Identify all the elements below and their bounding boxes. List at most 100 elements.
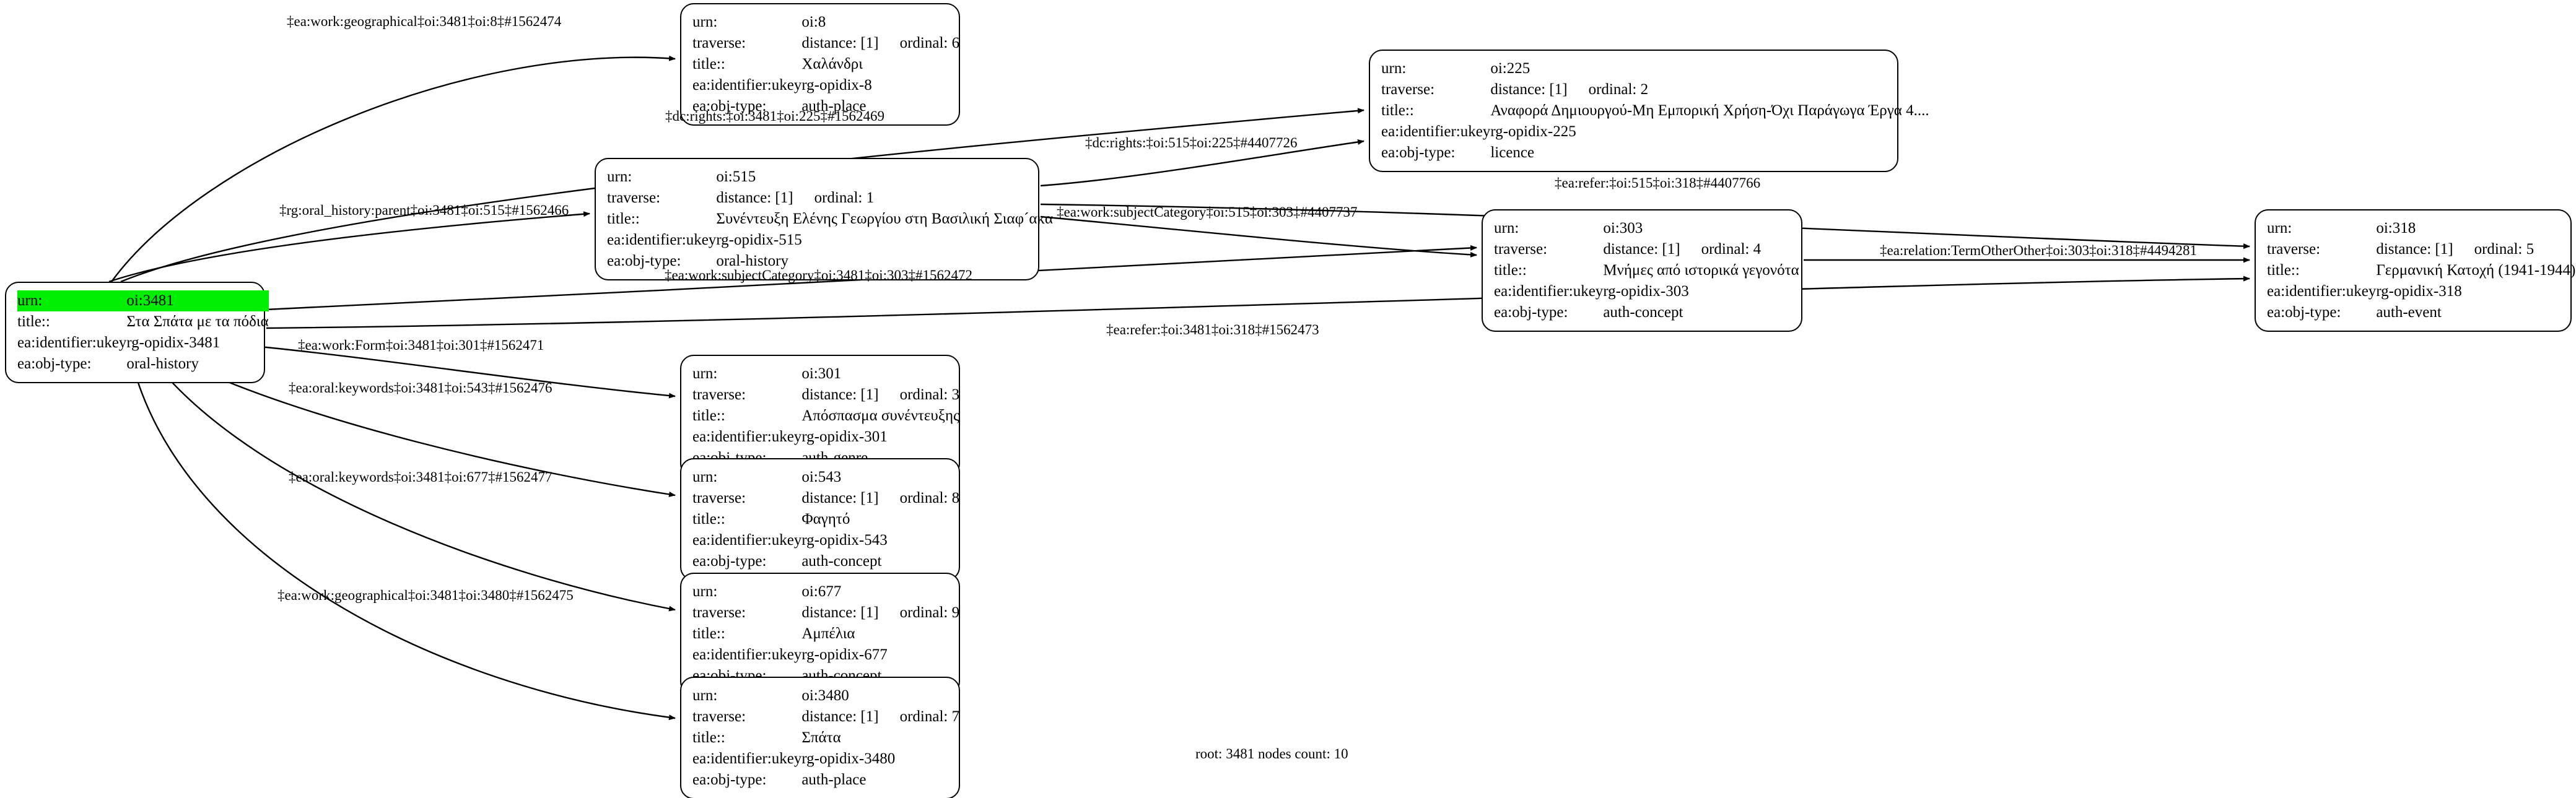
node-field-urn-value: oi:303: [1603, 220, 1643, 236]
node-traverse-distance: distance: [1]: [801, 386, 879, 403]
node-field-traverse-value: distance: [1]ordinal: 7: [801, 706, 959, 727]
node-field-traverse-value: distance: [1]ordinal: 5: [2376, 239, 2575, 260]
node-field-title: title::Απόσπασμα συνέντευξης: [692, 406, 959, 427]
node-field-traverse-key: traverse:: [692, 35, 746, 51]
node-field-traverse-value: distance: [1]ordinal: 6: [801, 33, 959, 54]
node-field-ukey-key: ea:identifier:ukey: [1381, 123, 1491, 140]
node-traverse-ordinal: ordinal: 8: [899, 490, 960, 506]
edge-label: ‡ea:relation:TermOtherOther‡oi:303‡oi:31…: [1880, 243, 2197, 258]
node-field-title: title::Συνέντευξη Ελένης Γεωργίου στη Βα…: [607, 209, 1053, 230]
node-field-title-value: Χαλάνδρι: [801, 56, 863, 72]
node-field-urn: urn:oi:225: [1381, 58, 1929, 79]
node-field-traverse-key: traverse:: [607, 189, 661, 206]
node-field-urn: urn:oi:3481: [17, 290, 269, 311]
node-field-title-value: Σπάτα: [801, 729, 841, 746]
edge-label: ‡dc:rights:‡oi:515‡oi:225‡#4407726: [1085, 135, 1298, 150]
node-field-urn-value: oi:3480: [801, 687, 849, 704]
node-field-urn-key: urn:: [17, 290, 127, 311]
graph-edge: [132, 366, 676, 721]
node-field-objtype-value: auth-event: [2376, 304, 2442, 321]
node-field-ukey-value: rg-opidix-303: [1603, 283, 1689, 300]
edge-label: ‡dc:rights:‡oi:3481‡oi:225‡#1562469: [665, 108, 884, 124]
edge-label: ‡ea:oral:keywords‡oi:3481‡oi:677‡#156247…: [289, 469, 552, 485]
node-field-title-value: Στα Σπάτα με τα πόδια: [126, 313, 269, 330]
node-field-urn: urn: oi:515: [607, 167, 1053, 188]
node-field-urn-key: urn:: [607, 168, 632, 185]
node-field-objtype-value: auth-concept: [1603, 304, 1683, 321]
node-field-ukey-key: ea:identifier:ukey: [17, 334, 127, 351]
node-field-urn-key: urn:: [692, 469, 718, 485]
graph-footer-caption: root: 3481 nodes count: 10: [1195, 746, 1348, 761]
node-field-ukey-value: rg-opidix-301: [801, 428, 888, 445]
graph-node-oi-8[interactable]: urn:oi:8 traverse: distance: [1]ordinal: 6…: [680, 3, 960, 126]
edge-label: ‡ea:refer:‡oi:3481‡oi:318‡#1562473: [1106, 322, 1319, 337]
graph-node-oi-515[interactable]: urn: oi:515 traverse: distance: [1]ordinal:…: [595, 158, 1053, 280]
node-field-traverse-key: traverse:: [692, 490, 746, 506]
node-field-traverse-value: distance: [1] ordinal: 8: [801, 488, 959, 509]
graph-edge: [1040, 215, 1477, 258]
node-field-ukey-key: ea:identifier:ukey: [1494, 283, 1604, 300]
node-field-title: title::Στα Σπάτα με τα πόδια: [17, 311, 269, 332]
node-field-urn-value: oi:301: [801, 365, 842, 382]
node-field-objtype-key: ea:obj-type:: [1381, 144, 1456, 161]
node-field-ukey-value: rg-opidix-318: [2376, 283, 2462, 300]
node-field-urn: urn:oi:8: [692, 12, 959, 33]
node-field-objtype-value: oral-history: [126, 355, 199, 372]
node-traverse-distance: distance: [1]: [801, 490, 879, 506]
node-traverse-ordinal: ordinal: 7: [899, 708, 960, 725]
node-field-urn: urn:oi:3480: [692, 685, 959, 706]
node-field-traverse: traverse: distance: [1]ordinal: 6: [692, 33, 959, 54]
node-field-traverse: traverse:distance: [1]ordinal: 2: [1381, 79, 1929, 100]
node-field-title-key: title::: [607, 210, 640, 227]
node-field-traverse-key: traverse:: [692, 386, 746, 403]
node-field-urn-key: urn:: [2267, 220, 2292, 236]
node-field-traverse: traverse:distance: [1]ordinal: 9: [692, 602, 959, 623]
node-traverse-distance: distance: [1]: [801, 35, 879, 51]
node-field-title-key: title::: [692, 511, 725, 527]
node-field-urn-key: urn:: [692, 365, 718, 382]
node-field-title: title::Μνήμες από ιστορικά γεγονότα: [1494, 260, 1799, 281]
node-field-urn-value: oi:3481: [126, 290, 269, 311]
node-field-urn-key: urn:: [692, 14, 718, 30]
node-field-traverse: traverse: distance: [1] ordinal: 8: [692, 488, 959, 509]
node-field-ukey-key: ea:identifier:ukey: [692, 646, 802, 663]
edge-label: ‡ea:work:geographical‡oi:3481‡oi:8‡#1562…: [287, 14, 562, 29]
node-field-title-key: title::: [692, 407, 725, 424]
node-field-objtype: ea:obj-type:auth-concept: [692, 551, 959, 572]
node-field-urn-value: oi:515: [716, 168, 756, 185]
node-traverse-distance: distance: [1]: [1603, 241, 1680, 258]
node-field-ukey-key: ea:identifier:ukey: [692, 750, 802, 767]
edge-label: ‡ea:work:subjectCategory‡oi:515‡oi:303‡#…: [1057, 204, 1358, 220]
node-field-urn-key: urn:: [1494, 220, 1519, 236]
node-field-title-value: Απόσπασμα συνέντευξης: [801, 407, 959, 424]
graph-edge: [157, 366, 676, 612]
edge-label: ‡ea:oral:keywords‡oi:3481‡oi:543‡#156247…: [289, 380, 552, 396]
node-field-title-key: title::: [2267, 262, 2300, 279]
node-traverse-distance: distance: [1]: [1490, 81, 1568, 98]
node-field-title: title::Αναφορά Δημιουργού-Μη Εμπορική Χρ…: [1381, 100, 1929, 121]
node-field-traverse-key: traverse:: [1381, 81, 1435, 98]
node-field-title-value: Αμπέλια: [801, 625, 855, 642]
node-field-title-key: title::: [692, 729, 725, 746]
node-field-ukey-value: rg-opidix-8: [801, 77, 872, 93]
node-field-urn-key: urn:: [1381, 60, 1407, 77]
node-field-ukey-key: ea:identifier:ukey: [692, 532, 802, 549]
node-field-traverse-value: distance: [1]ordinal: 1: [716, 188, 1053, 209]
graph-edge: [266, 275, 2250, 329]
node-field-title: title::Χαλάνδρι: [692, 54, 959, 75]
graph-edge: [111, 55, 676, 282]
